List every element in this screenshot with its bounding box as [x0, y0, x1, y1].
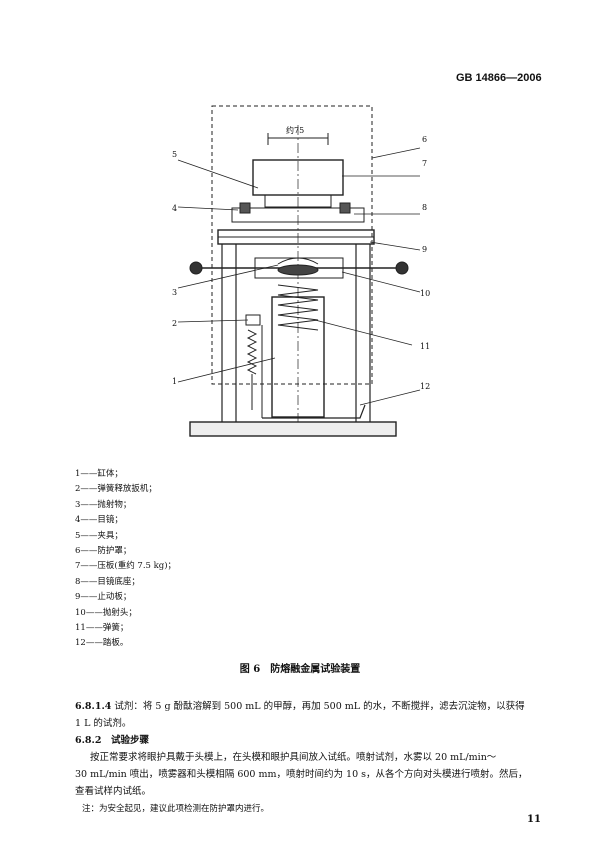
legend-item: 4——目镜； [75, 515, 123, 526]
callout-3: 3 [172, 288, 177, 297]
legend-item: 9——止动板； [75, 592, 132, 603]
release-trigger [245, 314, 261, 326]
legend-item: 2——弹簧释放扳机； [75, 484, 157, 495]
callout-2: 2 [172, 319, 177, 328]
callout-11: 11 [420, 342, 430, 351]
legend-item: 3——抛射物； [75, 499, 132, 510]
section-number: 6.8.1.4 [75, 701, 112, 712]
legend-item: 8——目镜底座； [75, 576, 140, 587]
page-number: 11 [527, 814, 541, 825]
callout-5: 5 [172, 150, 177, 159]
section-682-line1: 按正常要求将眼护具戴于头模上，在头模和眼护具间放入试纸。喷射试剂，水雾以 20 … [90, 752, 497, 763]
legend-item: 1——缸体； [75, 469, 123, 479]
legend-item: 10——抛射头； [75, 607, 137, 618]
base-plate [189, 421, 397, 437]
trigger-spring [246, 329, 258, 375]
section-682-heading: 6.8.2 试验步骤 [75, 735, 149, 746]
legend-item: 5——夹具； [75, 530, 123, 541]
figure-caption: 图 6 防熔融金属试验装置 [239, 664, 361, 675]
pedal [262, 404, 366, 419]
cylinder [271, 296, 325, 418]
eyepiece-base [231, 207, 365, 223]
callout-12: 12 [420, 382, 430, 391]
test-apparatus-figure: 约75 [172, 105, 430, 437]
legend-item: 12——踏板。 [75, 638, 129, 649]
figure-legend: 1——缸体； 2——弹簧释放扳机； 3——抛射物； 4——目镜； 5——夹具； … [75, 467, 176, 652]
callout-8: 8 [422, 203, 427, 212]
protective-cover [211, 105, 373, 385]
safety-note: 注：为安全起见，建议此项检测在防护罩内进行。 [82, 804, 270, 814]
section-6814-line1: 6.8.1.4 试剂：将 5 g 酚酞溶解到 500 mL 的甲醇，再加 500… [75, 698, 525, 712]
legend-item: 11——弹簧； [75, 623, 129, 634]
legend-item: 7——压板(重约 7.5 kg)； [75, 561, 177, 572]
paragraph-text: 试剂：将 5 g 酚酞溶解到 500 mL 的甲醇，再加 500 mL 的水，不… [114, 701, 525, 712]
callout-9: 9 [422, 245, 427, 254]
legend-item: 6——防护罩； [75, 546, 132, 557]
dimension-label: 约75 [286, 125, 304, 135]
callout-6: 6 [422, 135, 427, 144]
standard-code: GB 14866—2006 [456, 72, 542, 84]
section-6814-line2: 1 L 的试剂。 [75, 718, 132, 729]
section-682-line3: 查看试样内试纸。 [75, 786, 152, 797]
callout-4: 4 [172, 204, 177, 213]
callout-1: 1 [172, 377, 177, 386]
callout-10: 10 [420, 289, 430, 298]
callout-7: 7 [422, 159, 427, 168]
section-682-line2: 30 mL/min 喷出，喷雾器和头模相隔 600 mm，喷射时间约为 10 s… [75, 769, 528, 780]
main-spring [277, 284, 319, 331]
